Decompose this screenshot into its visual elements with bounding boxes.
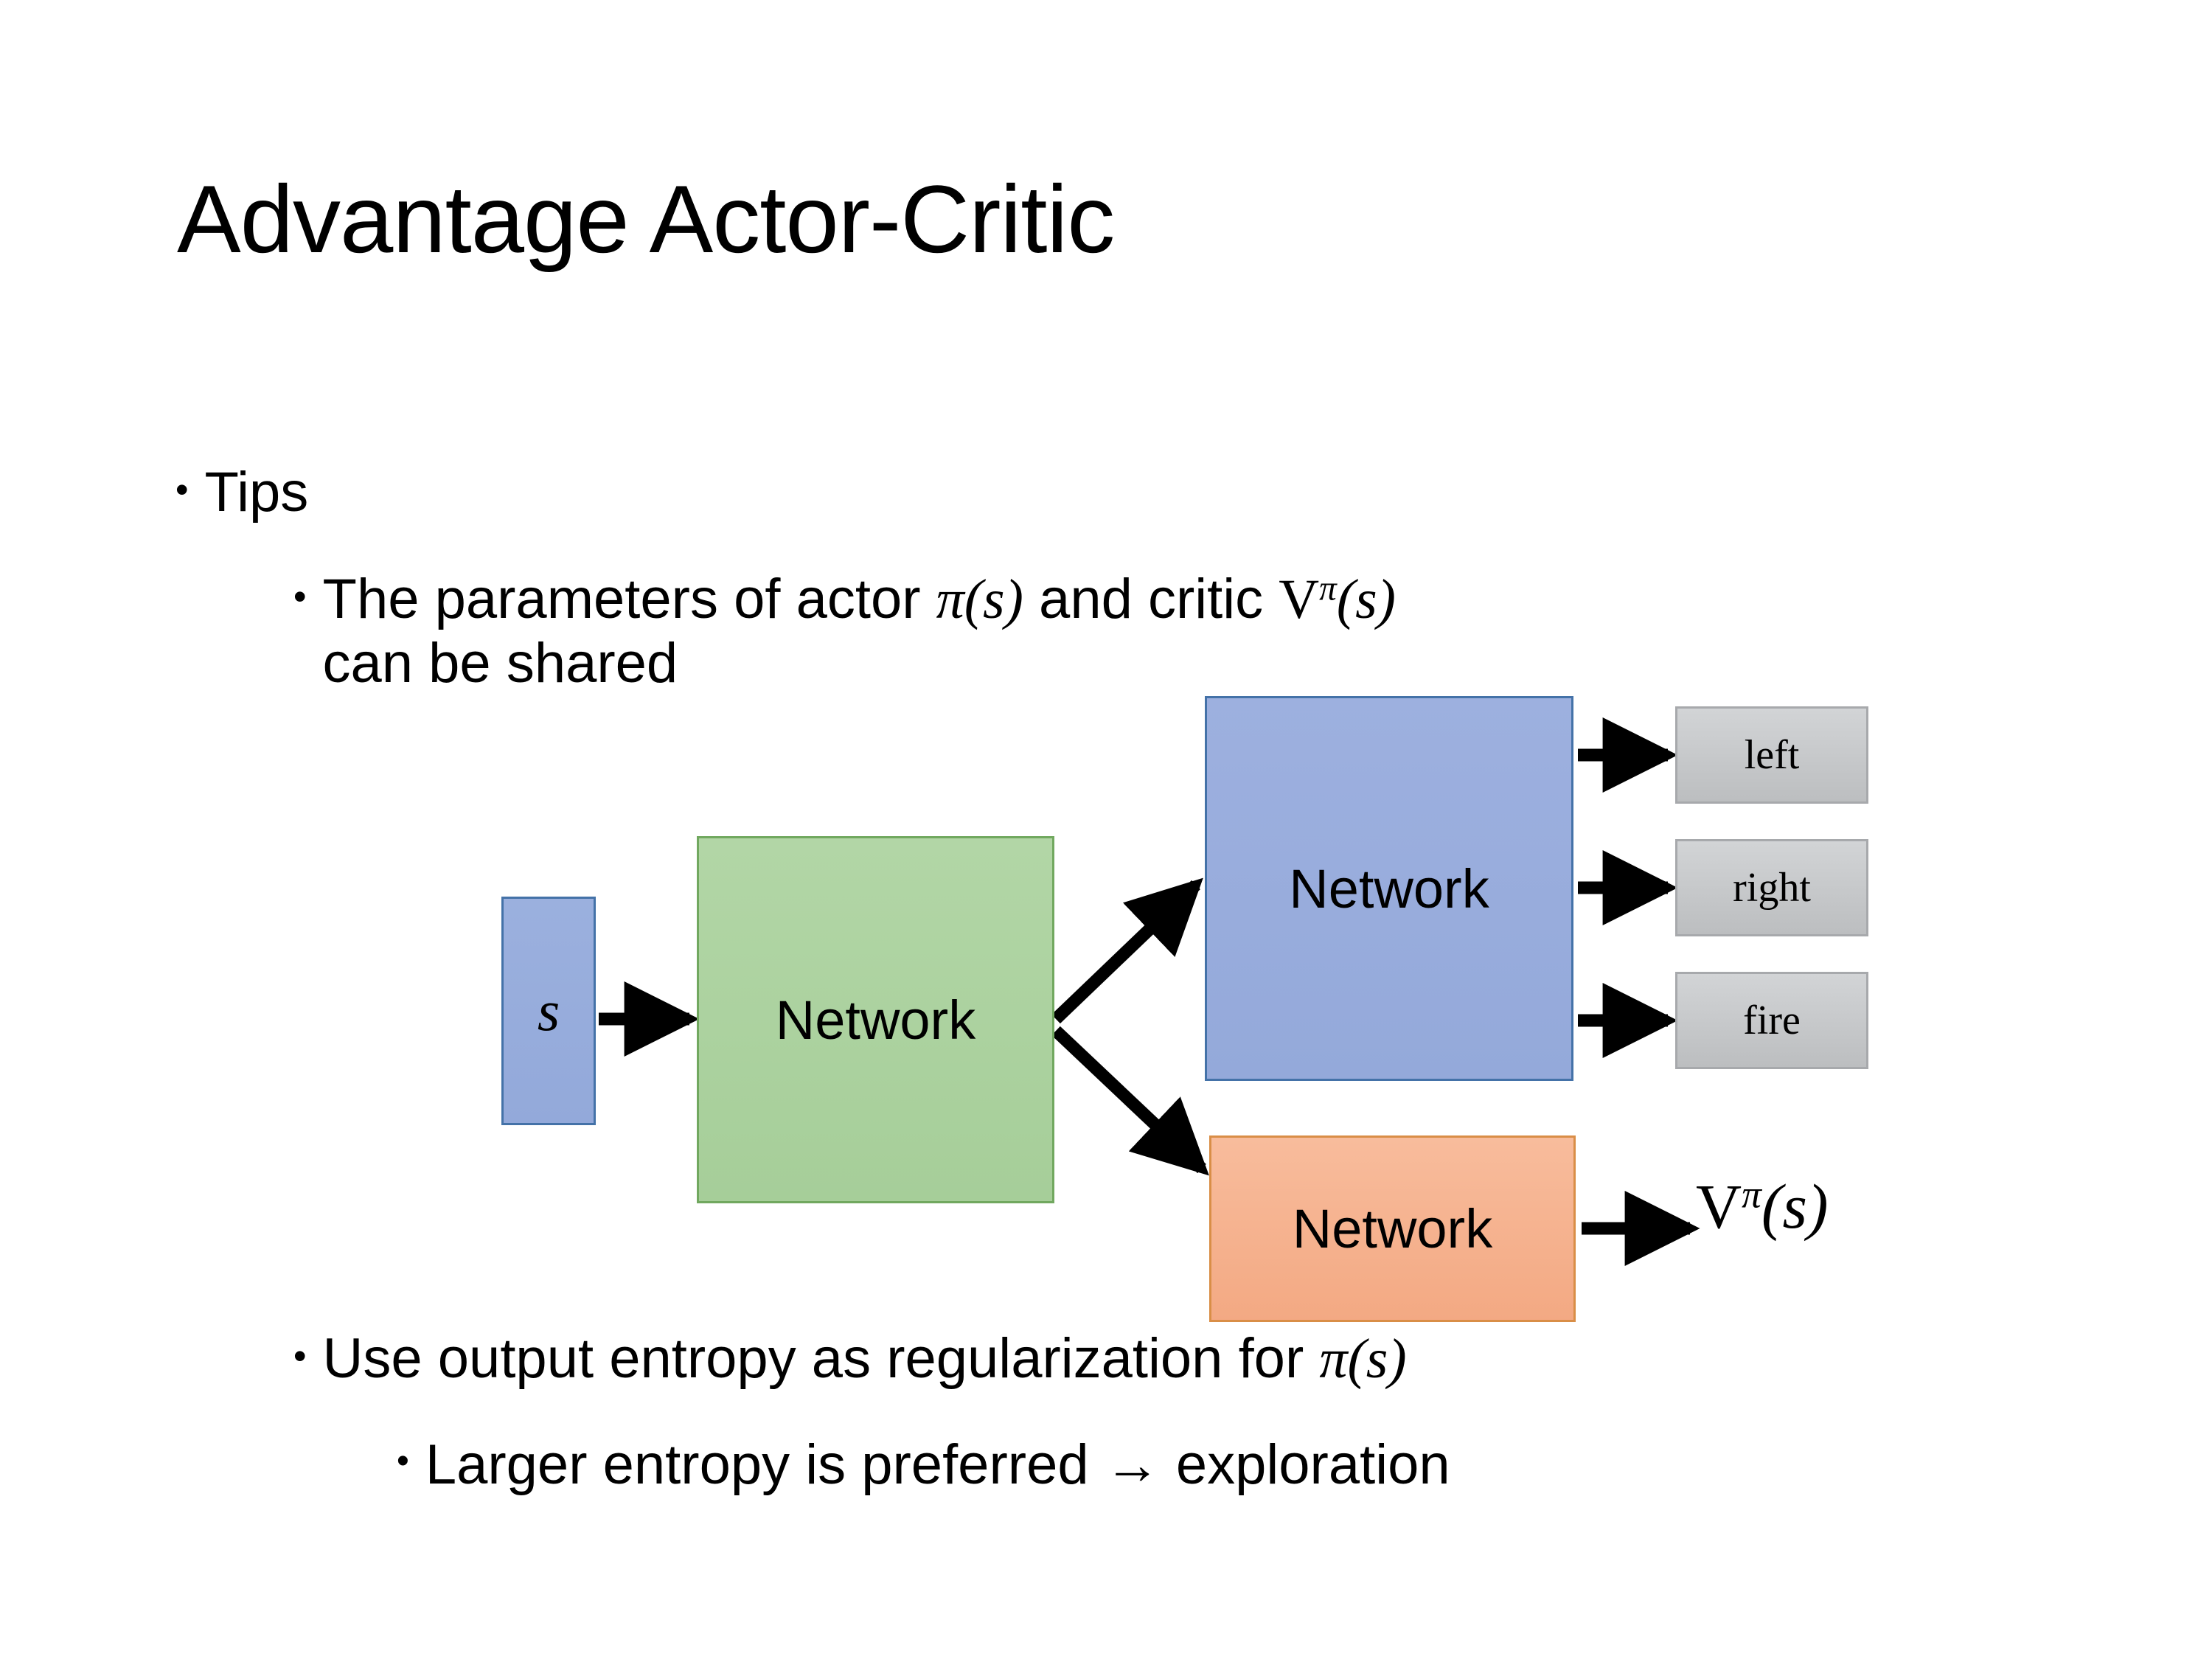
value-function-arg: (s)	[1761, 1171, 1829, 1242]
shared-params-text-2: and critic	[1023, 568, 1279, 630]
actor-network-box: Network	[1205, 696, 1573, 1081]
bullet-tips: • Tips	[175, 461, 308, 524]
actor-policy-symbol: π(s)	[936, 568, 1023, 630]
value-function-superscript: π	[1742, 1172, 1761, 1217]
page-title: Advantage Actor-Critic	[177, 165, 1115, 273]
critic-network-label: Network	[1292, 1198, 1493, 1259]
shared-network-box: Network	[697, 836, 1054, 1203]
actor-policy-arg: (s)	[964, 568, 1023, 630]
bullet-marker-icon: •	[397, 1441, 409, 1481]
bullet-entropy-text: Use output entropy as regularization for…	[323, 1327, 2078, 1391]
action-label-right: right	[1733, 865, 1811, 911]
entropy-policy-symbol: π(s)	[1319, 1328, 1406, 1390]
entropy-text-1: Use output entropy as regularization for	[322, 1327, 1320, 1390]
value-function-base: V	[1696, 1171, 1742, 1242]
bullet-marker-icon: •	[293, 576, 307, 617]
arrow-shared-to-critic	[1051, 1026, 1209, 1176]
critic-value-superscript: π	[1319, 569, 1337, 608]
value-function-symbol: Vπ(s)	[1696, 1171, 1829, 1242]
entropy-policy-arg: (s)	[1347, 1328, 1407, 1390]
action-output-left: left	[1675, 706, 1868, 804]
action-output-right: right	[1675, 839, 1868, 936]
entropy-policy-base: π	[1319, 1328, 1348, 1390]
shared-params-text-1: The parameters of actor	[322, 568, 936, 630]
critic-value-base: V	[1279, 568, 1320, 630]
action-label-fire: fire	[1743, 998, 1801, 1043]
actor-policy-base: π	[936, 568, 964, 630]
critic-value-symbol: Vπ(s)	[1279, 568, 1396, 630]
bullet-shared-parameters: • The parameters of actor π(s) and criti…	[293, 568, 2078, 695]
bullet-entropy-regularization: • Use output entropy as regularization f…	[293, 1327, 2078, 1391]
bullet-shared-parameters-text: The parameters of actor π(s) and critic …	[323, 568, 2078, 695]
action-output-fire: fire	[1675, 972, 1868, 1069]
bullet-marker-icon: •	[293, 1335, 307, 1377]
actor-network-label: Network	[1289, 858, 1489, 919]
critic-network-box: Network	[1209, 1135, 1576, 1322]
value-function-output: Vπ(s)	[1696, 1169, 1829, 1243]
action-label-left: left	[1744, 732, 1800, 778]
bullet-marker-icon: •	[175, 469, 189, 510]
input-state-label: s	[537, 978, 560, 1043]
bullet-tips-label: Tips	[204, 461, 309, 524]
bullet-larger-entropy: • Larger entropy is preferred → explorat…	[397, 1433, 2093, 1498]
shared-params-text-3: can be shared	[322, 631, 678, 695]
arrow-shared-to-actor	[1051, 877, 1203, 1024]
shared-network-label: Network	[775, 989, 976, 1051]
critic-value-arg: (s)	[1336, 568, 1396, 630]
input-state-box: s	[501, 897, 596, 1125]
bullet-larger-entropy-label: Larger entropy is preferred → exploratio…	[425, 1433, 1450, 1496]
